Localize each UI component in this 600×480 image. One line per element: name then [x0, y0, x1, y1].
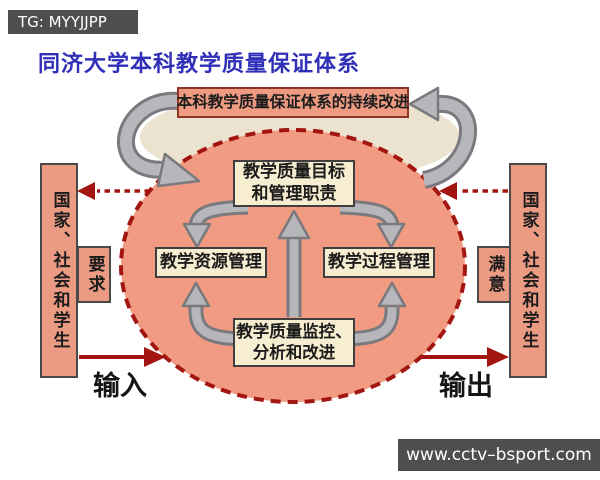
- input-arrow: [79, 347, 166, 367]
- feedback-arrow-left: [77, 182, 150, 200]
- input-label: 输入: [93, 371, 147, 402]
- watermark-url: www.cctv–bsport.com: [398, 439, 600, 471]
- quality-monitor-line2: 分析和改进: [252, 342, 336, 362]
- quality-goal-line2: 和管理职责: [251, 183, 337, 204]
- feedback-arrow-right: [439, 182, 508, 200]
- process-management-box: 教学过程管理: [323, 247, 435, 278]
- quality-monitor-box: 教学质量监控、 分析和改进: [233, 318, 355, 367]
- output-label: 输出: [439, 371, 493, 402]
- quality-goal-box: 教学质量目标 和管理职责: [233, 160, 355, 207]
- goal-to-resource-arrow: [182, 199, 249, 249]
- satisfaction-label: 满意: [484, 254, 505, 295]
- satisfaction-box: 满意: [477, 246, 511, 303]
- continuous-improvement-box: 本科教学质量保证体系的持续改进: [177, 87, 409, 118]
- monitor-to-goal-arrow: [277, 209, 311, 317]
- quality-goal-line1: 教学质量目标: [243, 162, 345, 183]
- stakeholders-left-box: 国家、社会和学生: [40, 163, 78, 378]
- stakeholders-right-label: 国家、社会和学生: [518, 190, 539, 351]
- goal-to-process-arrow: [339, 199, 406, 249]
- quality-monitor-line1: 教学质量监控、: [236, 321, 352, 341]
- page-title: 同济大学本科教学质量保证体系: [38, 52, 361, 77]
- requirement-label: 要求: [84, 254, 105, 295]
- improvement-loop-right-arrow: [408, 86, 477, 189]
- stakeholders-right-box: 国家、社会和学生: [509, 163, 547, 378]
- resource-management-box: 教学资源管理: [155, 247, 267, 278]
- output-arrow: [421, 347, 509, 367]
- improvement-loop-left-arrow: [116, 91, 201, 188]
- stakeholders-left-label: 国家、社会和学生: [49, 190, 70, 351]
- requirement-box: 要求: [77, 246, 111, 303]
- watermark-top-left: TG: MYYJJPP: [8, 10, 138, 34]
